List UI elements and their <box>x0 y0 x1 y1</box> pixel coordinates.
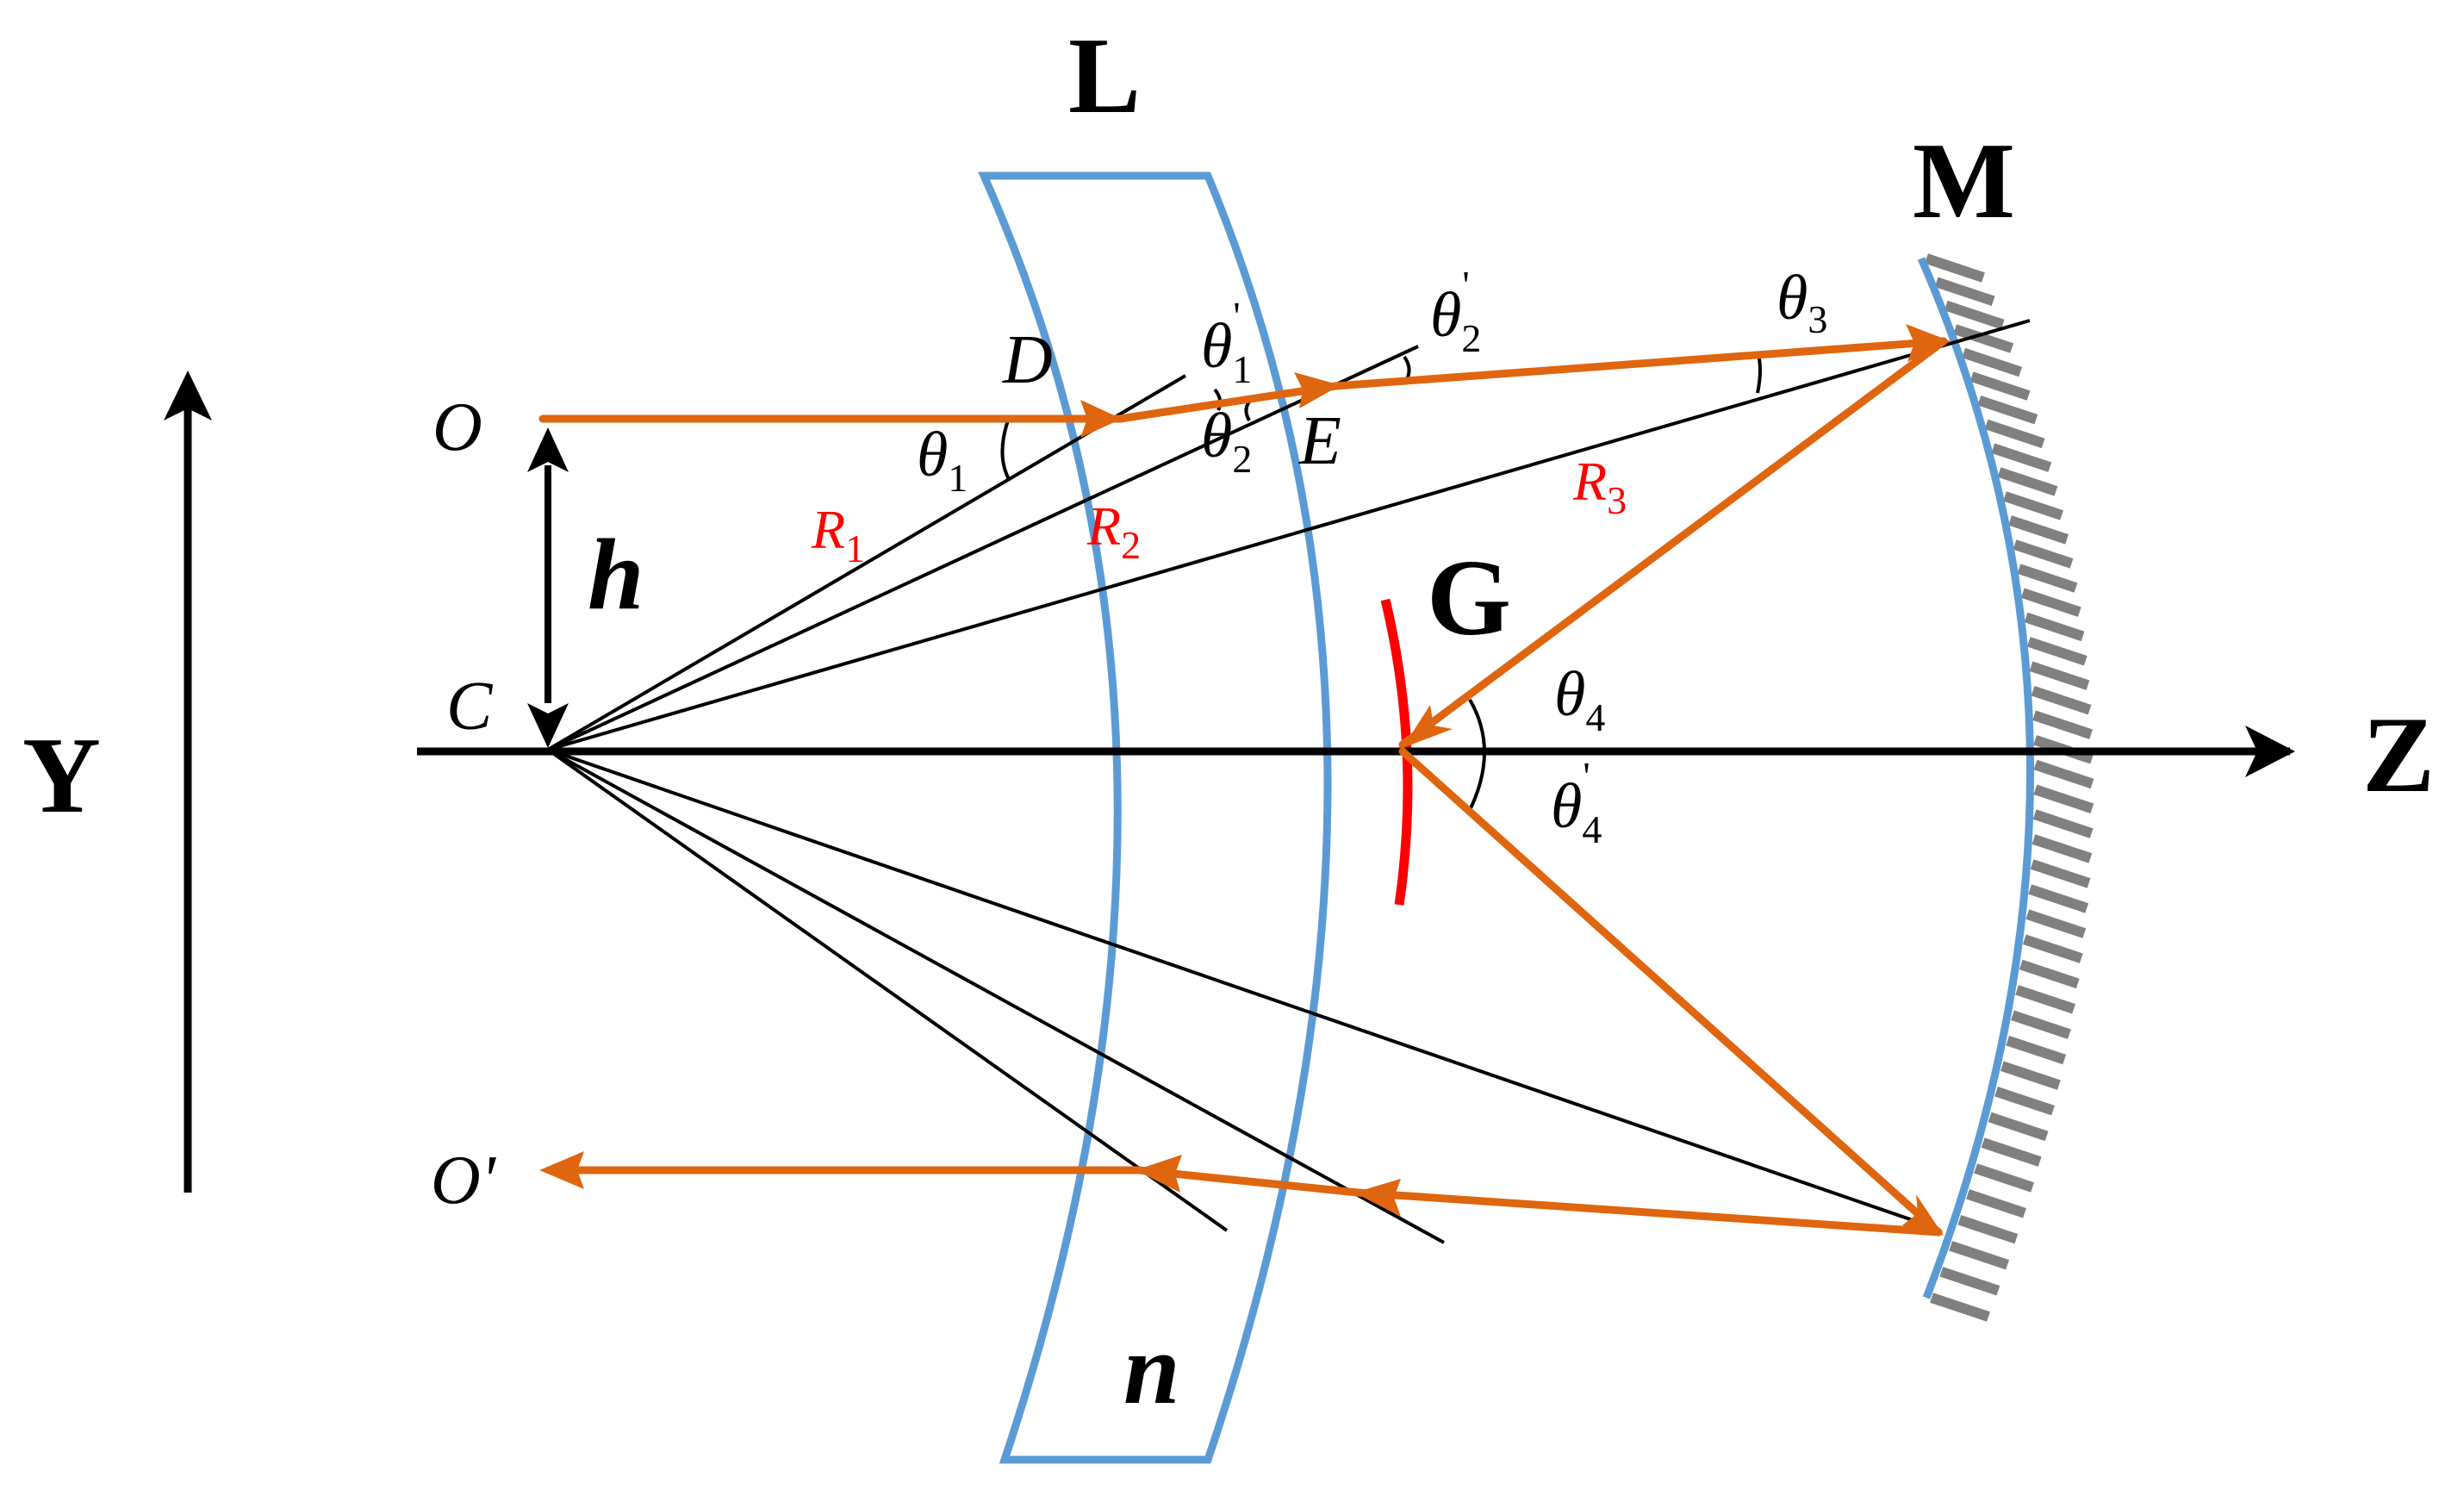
mirror-hatch-mark <box>2032 809 2094 838</box>
mirror-hatch-mark <box>2019 959 2080 989</box>
mirror-hatch-mark <box>2013 539 2074 569</box>
arc-theta1 <box>1000 420 1011 482</box>
mirror-hatch-mark <box>2026 637 2088 666</box>
ray-e-to-mirror <box>1331 337 1948 390</box>
ray-arrow-7 <box>1136 1155 1182 1193</box>
label-index-n: n <box>1123 1312 1180 1425</box>
ray-arrowheads <box>539 324 1951 1236</box>
mirror-hatch-mark <box>2029 661 2090 690</box>
label-radius-r1: R1 <box>811 499 865 570</box>
ray-arrow-2 <box>1294 372 1341 408</box>
mirror-hatch-mark <box>2006 1035 2067 1065</box>
mirror-hatch-mark <box>2031 685 2092 715</box>
mirror-hatch-mark <box>1966 1189 2026 1218</box>
ray-arrow-4 <box>1403 705 1453 748</box>
ray-lens-inner <box>1135 1166 1362 1197</box>
mirror-hatch-mark <box>2015 985 2075 1014</box>
label-height-h: h <box>588 518 644 631</box>
ray-mirror-to-g <box>1398 337 1948 749</box>
mirror-hatch-mark <box>2022 934 2083 963</box>
label-point-e: E <box>1298 403 1341 479</box>
mirror-hatch-mark <box>1934 277 1995 306</box>
label-theta1-prime: θ1' <box>1201 294 1252 391</box>
radius-line-r2 <box>547 345 1419 751</box>
mirror-hatch-mark <box>1939 1267 2000 1296</box>
mirror-hatch-mark <box>2020 588 2081 617</box>
label-point-c: C <box>446 669 494 744</box>
label-mirror-m: M <box>1913 121 2015 241</box>
mirror-hatch-mark <box>2017 564 2078 593</box>
mirror-hatch-mark <box>2033 784 2094 813</box>
ray-arrow-1 <box>1080 400 1122 438</box>
radius-lines <box>546 319 2031 1244</box>
mirror-hatch-mark <box>2033 759 2094 789</box>
rays <box>538 337 1948 1237</box>
label-theta4-prime: θ4' <box>1551 754 1602 851</box>
label-radius-r3: R3 <box>1572 451 1627 522</box>
label-radius-r2: R2 <box>1086 495 1141 567</box>
mirror-hatch-mark <box>1962 347 2023 377</box>
mirror-hatch-mark <box>2032 834 2093 863</box>
label-point-d: D <box>1002 322 1053 398</box>
mirror-hatching <box>1925 253 2094 1322</box>
radius-line-lower-2 <box>547 748 1445 1244</box>
mirror-hatch-mark <box>1930 1293 1990 1322</box>
mirror-hatch-mark <box>1994 1087 2055 1116</box>
z-axis-arrowhead <box>2245 726 2295 777</box>
label-z-axis: Z <box>2362 695 2435 815</box>
label-theta1: θ1 <box>917 420 968 500</box>
mirror-hatch-mark <box>1984 419 2045 449</box>
radius-line-lower-3 <box>547 748 1913 1222</box>
mirror-hatch-mark <box>2003 491 2063 520</box>
mirror-hatch-mark <box>2030 859 2091 888</box>
y-axis-arrowhead <box>164 371 212 421</box>
radius-line-lower-1 <box>546 748 1229 1232</box>
mirror-hatch-mark <box>1981 1137 2042 1167</box>
ray-g-to-mirror <box>1398 747 1943 1237</box>
mirror-hatch-mark <box>1949 1241 2010 1270</box>
ray-mirror-to-lens <box>1353 1188 1943 1237</box>
mirror-hatch-mark <box>2028 884 2089 913</box>
label-theta2-prime: θ2' <box>1430 263 1481 360</box>
mirror-hatch-mark <box>2032 710 2093 739</box>
radius-line-r3 <box>547 319 2031 751</box>
mirror-hatch-mark <box>2008 515 2069 545</box>
ray-d-to-e <box>1116 382 1340 423</box>
height-arrow-bottom <box>527 703 569 748</box>
label-point-o-prime: O' <box>431 1143 497 1218</box>
mirror-hatch-mark <box>1977 396 2038 425</box>
label-theta2: θ2 <box>1201 401 1252 481</box>
label-lens-l: L <box>1068 16 1141 136</box>
radius-line-r1 <box>546 374 1187 751</box>
label-theta4: θ4 <box>1554 659 1605 739</box>
mirror-surface <box>1917 257 2034 1299</box>
ray-arrow-8 <box>539 1151 584 1189</box>
mirror-hatch-mark <box>2011 1010 2071 1039</box>
mirror-hatch-mark <box>1997 467 2058 496</box>
height-arrow-top <box>527 427 569 472</box>
mirror-hatch-mark <box>1974 1163 2034 1193</box>
mirror-hatch-mark <box>1944 300 2005 330</box>
arc-theta4 <box>1468 698 1486 811</box>
ray-arrow-5 <box>1902 1194 1944 1236</box>
mirror-hatch-mark <box>1988 1112 2049 1142</box>
ray-arrow-3 <box>1906 324 1951 362</box>
label-grating-g: G <box>1427 539 1511 658</box>
mirror-hatch-mark <box>2000 1061 2061 1090</box>
mirror-hatch-mark <box>1991 443 2052 472</box>
mirror-hatch-mark <box>1969 371 2031 401</box>
mirror-hatch-mark <box>1925 253 1985 283</box>
mirror-hatch-mark <box>1957 1215 2019 1244</box>
label-y-axis: Y <box>22 716 101 836</box>
lens-body <box>978 171 1332 1464</box>
mirror-hatch-mark <box>1953 324 2014 353</box>
mirror-hatch-mark <box>2024 612 2085 642</box>
ray-arrow-6 <box>1354 1179 1401 1217</box>
mirror-hatch-mark <box>2025 909 2087 938</box>
label-point-o: O <box>432 389 482 465</box>
label-theta3: θ3 <box>1776 263 1827 341</box>
